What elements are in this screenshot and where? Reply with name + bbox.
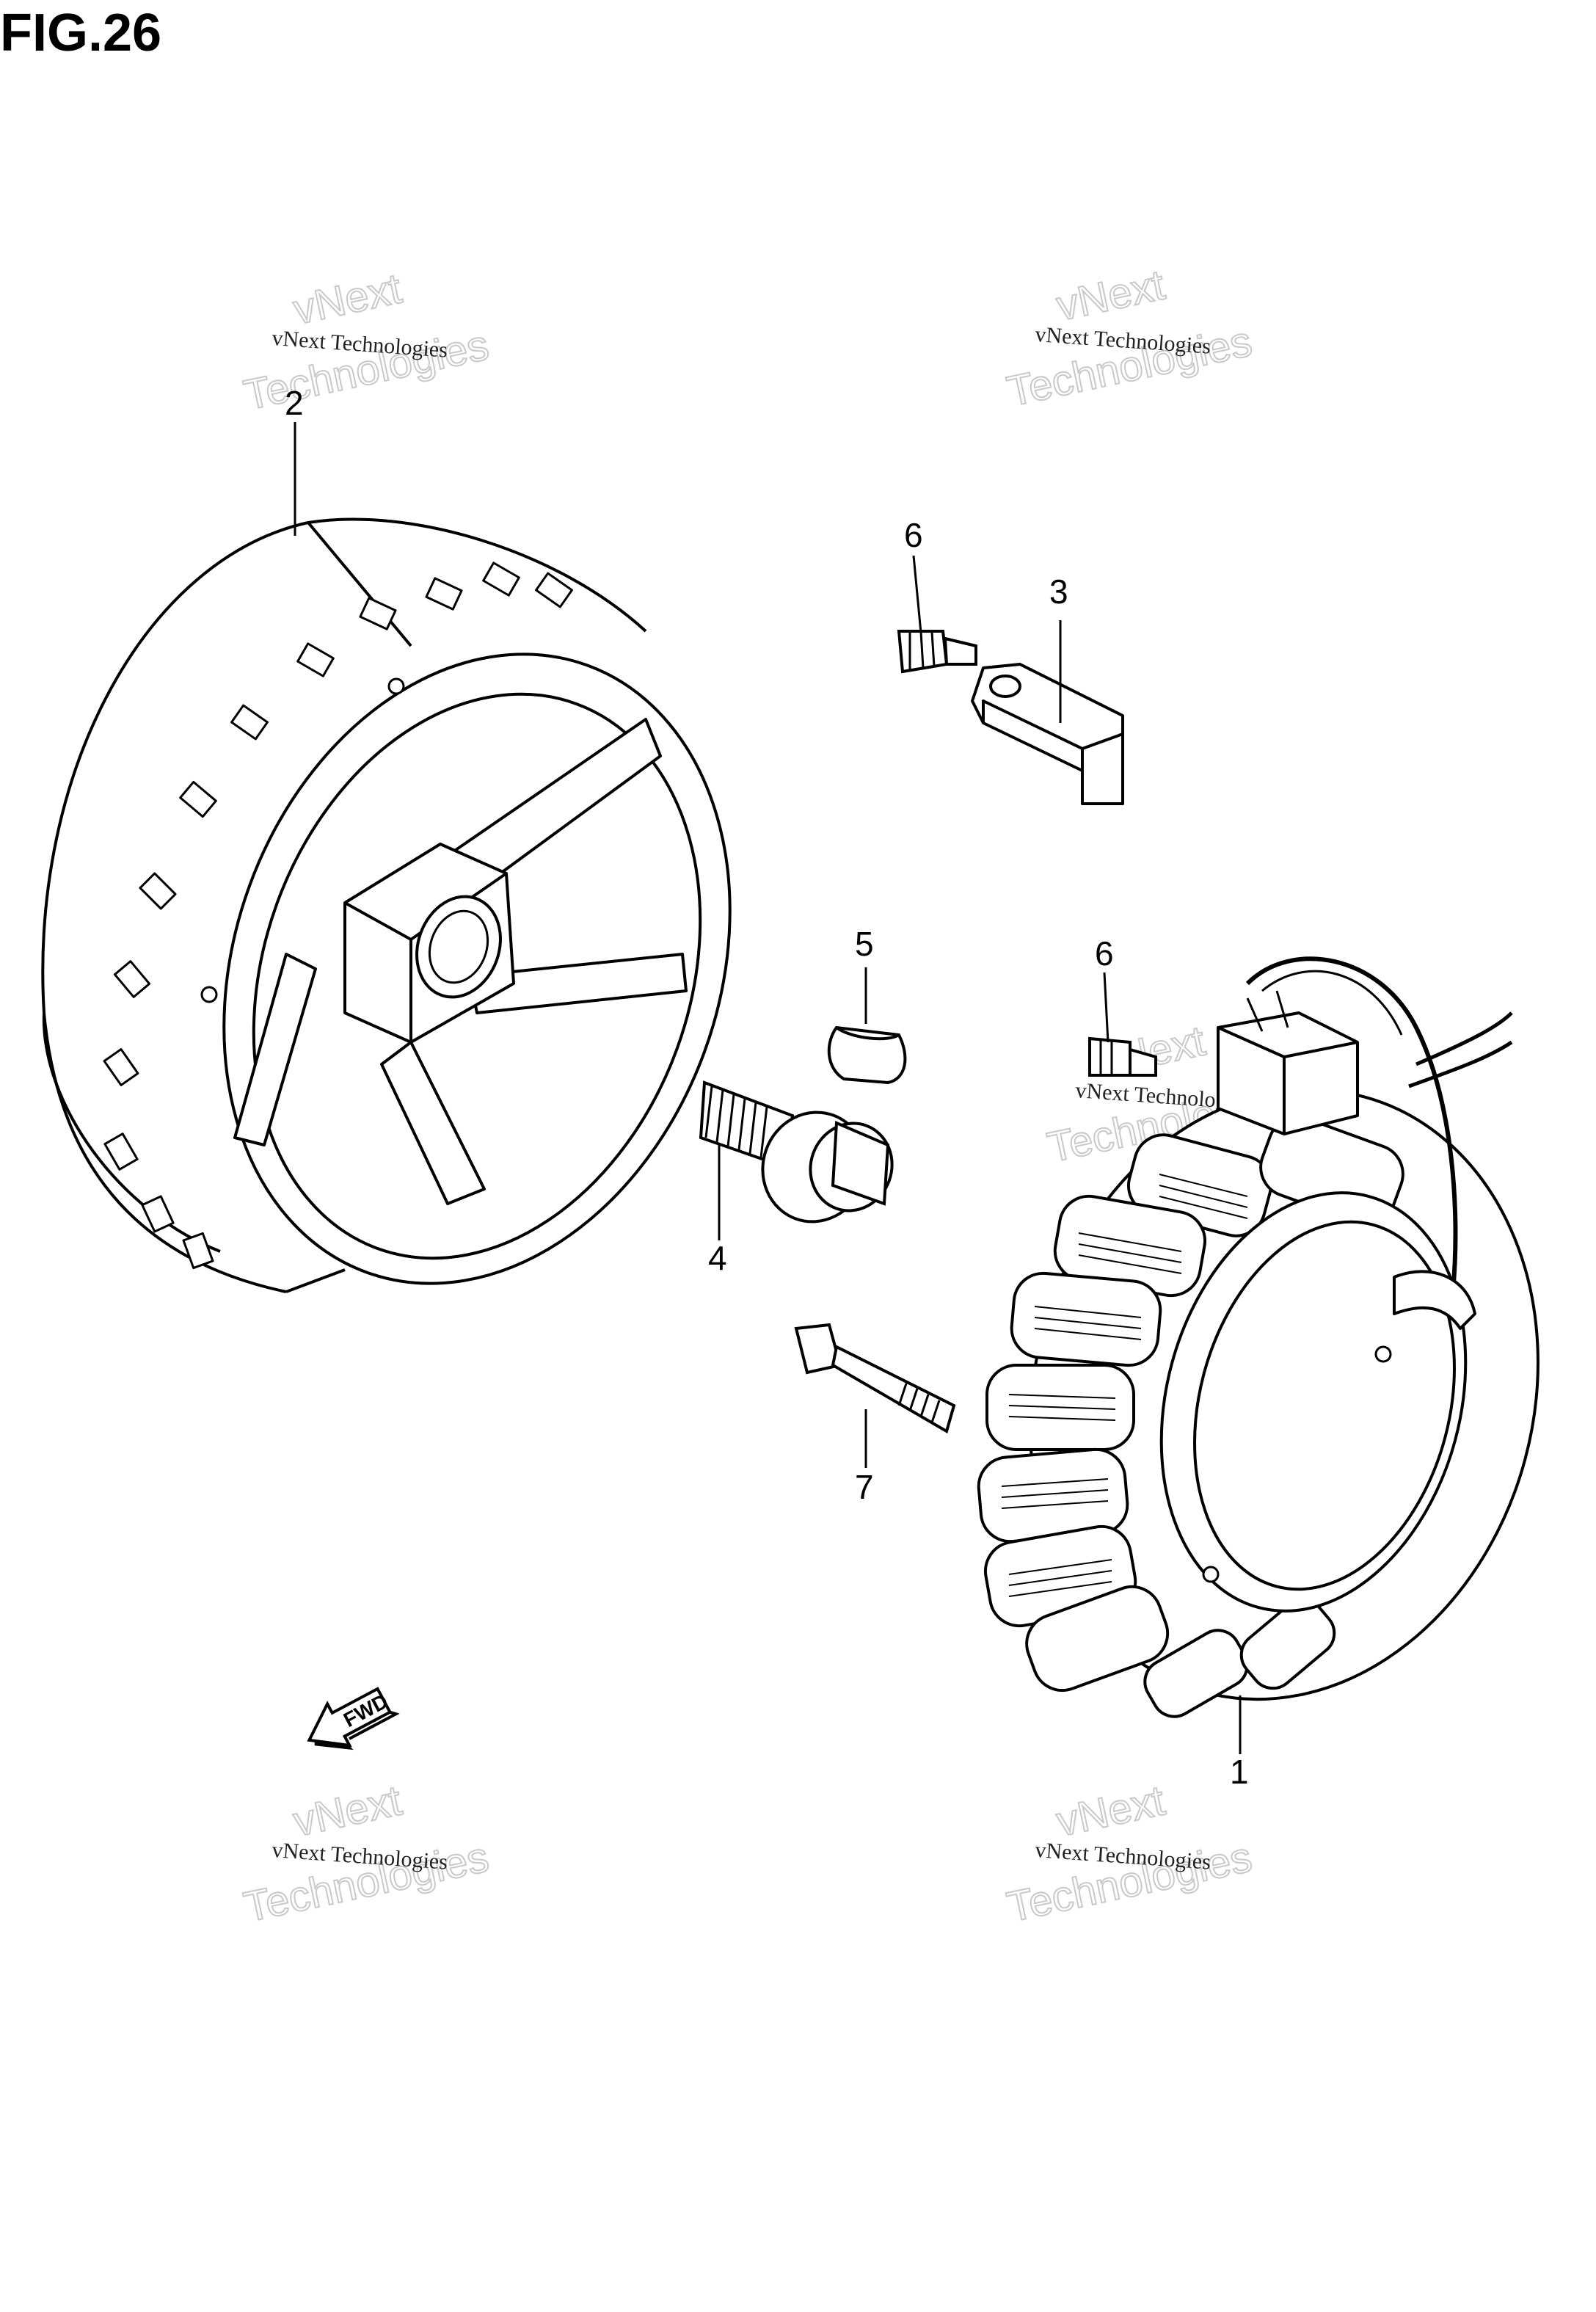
stator-screw <box>794 1323 956 1434</box>
watermark-bottom-right: vNext Technologies vNext Technologies <box>1002 1775 1257 1932</box>
callout-part-4: 4 <box>708 1239 727 1277</box>
watermark-bottom-left: vNext Technologies vNext Technologies <box>239 1775 494 1932</box>
watermark-top-right: vNext Technologies vNext Technologies <box>1002 260 1257 416</box>
fwd-direction-arrow: FWD <box>307 1687 400 1751</box>
bracket <box>971 663 1124 805</box>
screw-lower <box>1088 1036 1157 1077</box>
svg-text:vNext: vNext <box>1052 1776 1169 1845</box>
callout-part-5: 5 <box>855 925 874 963</box>
svg-text:vNext: vNext <box>1052 261 1169 330</box>
watermark-top-left: vNext Technologies vNext Technologies <box>239 263 494 420</box>
screw-upper <box>897 630 977 674</box>
callout-part-3: 3 <box>1049 572 1068 611</box>
stator-coil <box>977 956 1539 1718</box>
callout-part-1: 1 <box>1230 1753 1249 1791</box>
timing-notches <box>103 561 573 1270</box>
figure-title: FIG.26 <box>0 4 162 62</box>
fwd-arrow-icon <box>307 1687 393 1748</box>
svg-text:vNext: vNext <box>289 1776 406 1845</box>
callout-part-7: 7 <box>855 1468 874 1506</box>
callout-part-6b: 6 <box>1095 934 1114 973</box>
callout-labels: 2 3 6 5 6 4 7 1 <box>285 384 1249 1791</box>
leader-lines <box>294 422 1242 1754</box>
callout-part-2: 2 <box>285 384 304 422</box>
rotor-bolt <box>699 1080 894 1224</box>
callout-part-6a: 6 <box>904 516 923 554</box>
woodruff-key <box>827 1025 907 1085</box>
svg-text:vNext: vNext <box>289 264 406 333</box>
flywheel-rotor <box>41 517 732 1293</box>
